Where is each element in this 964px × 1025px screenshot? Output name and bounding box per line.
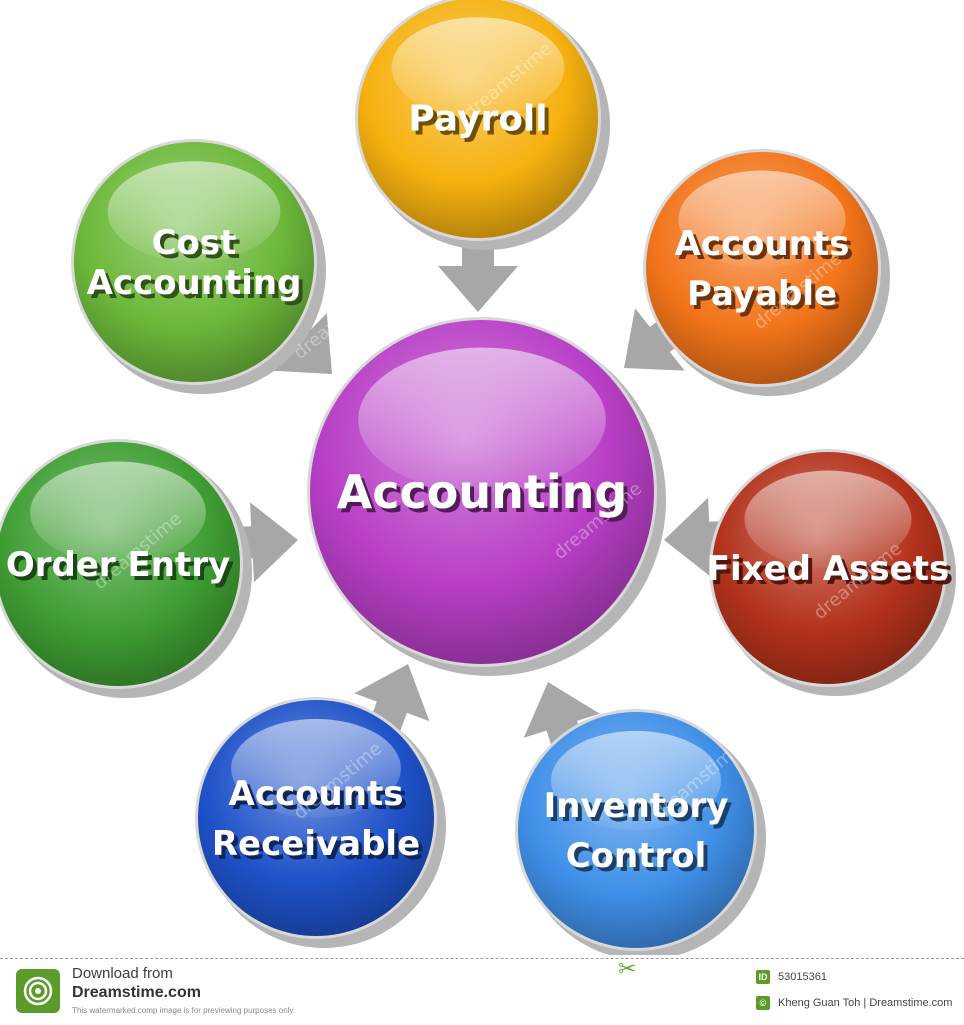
stock-footer: Download from Dreamstime.com This waterm… [0, 958, 964, 1025]
node-label-shadow: Accounts [679, 228, 854, 268]
node-label-shadow: Payroll [412, 103, 551, 144]
node-label-shadow: Cost [156, 227, 241, 267]
node-label: Inventory [544, 786, 729, 826]
node-label: Accounts [675, 224, 850, 264]
node-gloss [678, 170, 846, 268]
diagram-nodes: AccountingAccountingPayrollPayrollAccoun… [0, 0, 956, 955]
node-label: Accounting [337, 465, 628, 519]
node-gloss [391, 17, 565, 118]
node-label: Fixed Assets [707, 549, 949, 589]
node-label-shadow: Fixed Assets [711, 553, 953, 593]
scissors-icon: ✂ [618, 957, 637, 982]
node-label-shadow: Control [570, 840, 711, 880]
node-label-shadow: Payable [691, 278, 841, 318]
copyright-icon: © [756, 996, 770, 1010]
node-label: Accounting [87, 263, 302, 303]
dreamstime-logo-icon [16, 969, 60, 1013]
node-label-shadow: Inventory [548, 790, 733, 830]
node-gloss [358, 347, 606, 492]
arrow-order-entry [201, 502, 298, 583]
node-label-shadow: Accounting [91, 267, 306, 307]
node-label-shadow: Receivable [216, 828, 424, 868]
node-gloss [30, 461, 206, 564]
arrow-payroll [438, 216, 518, 312]
node-label: Receivable [212, 824, 420, 864]
node-gloss [551, 730, 721, 830]
image-credit: Kheng Guan Toh | Dreamstime.com [778, 997, 953, 1009]
node-label-shadow: Order Entry [10, 549, 234, 589]
node-label: Cost [152, 223, 237, 263]
image-id: 53015361 [778, 971, 827, 983]
node-label: Order Entry [6, 545, 230, 585]
brand-name[interactable]: Dreamstime.com [72, 984, 201, 1001]
node-label-shadow: Accounting [341, 469, 632, 523]
node-gloss [231, 718, 401, 818]
download-from-text: Download from [72, 965, 173, 982]
node-label: Payable [687, 274, 837, 314]
node-label: Accounts [229, 774, 404, 814]
node-label-shadow: Accounts [233, 778, 408, 818]
accounting-diagram: AccountingAccountingPayrollPayrollAccoun… [0, 0, 956, 955]
node-gloss [107, 161, 281, 262]
id-badge-icon: ID [756, 970, 770, 984]
node-label: Payroll [408, 99, 547, 140]
node-gloss [744, 470, 912, 568]
watermark-note: This watermarked comp image is for previ… [72, 1006, 296, 1015]
arrow-fixed-assets [664, 497, 761, 578]
node-label: Control [566, 836, 707, 876]
